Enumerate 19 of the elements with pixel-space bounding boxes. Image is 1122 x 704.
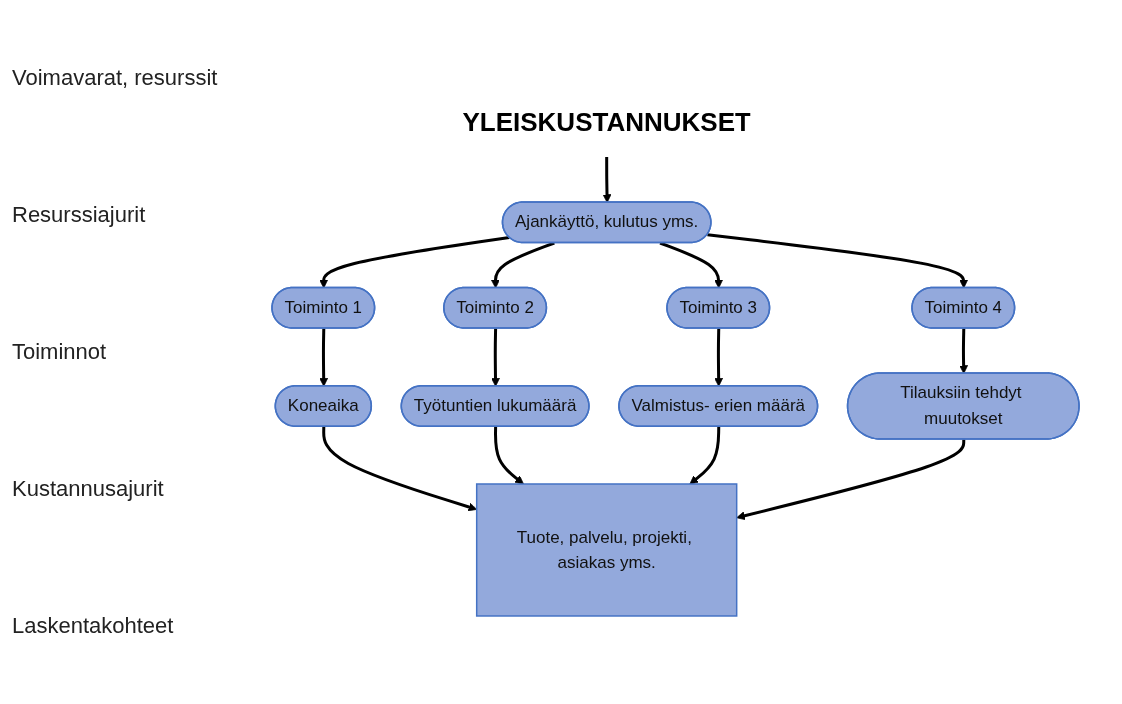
arrow	[689, 426, 721, 485]
arrow	[491, 328, 501, 387]
arrow	[322, 426, 478, 512]
arrow	[491, 241, 556, 289]
arrow	[714, 328, 724, 387]
level-label: Toiminnot	[12, 339, 108, 365]
level-label: Resurssiajurit	[12, 202, 147, 229]
level-label: Kustannusajurit	[12, 475, 165, 502]
arrow	[494, 426, 525, 485]
arrow	[959, 328, 969, 374]
level-label: Voimavarat, resurssit	[12, 65, 219, 92]
node-text: YLEISKUSTANNUKSET	[462, 107, 752, 137]
arrow	[707, 233, 969, 289]
arrow	[660, 241, 724, 289]
level-label: Laskentakohteet	[12, 612, 175, 639]
arrow	[319, 236, 511, 289]
arrow	[319, 328, 329, 387]
arrow	[603, 157, 612, 203]
node-box: Tuote, palvelu, projekti, asiakas yms.	[476, 483, 738, 617]
